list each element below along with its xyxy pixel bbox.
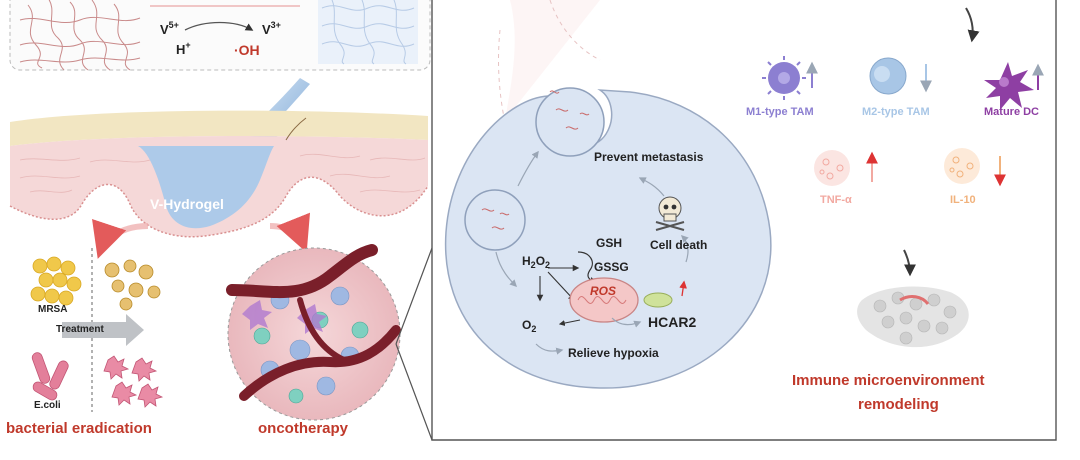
mrsa-cluster [30,256,82,306]
il10-label: IL-10 [950,194,976,206]
mrsa-label: MRSA [38,304,68,315]
h2o2-label: H2O2 [522,254,551,270]
ecoli-cluster [31,352,69,401]
o2-label: O2 [522,318,537,334]
ros-label: ROS [590,284,617,298]
tumor-tissue-icon [857,286,969,348]
treatment-label: Treatment [56,324,104,335]
relieve-hypoxia-label: Relieve hypoxia [568,346,659,360]
v5-label: V5+ [160,20,179,37]
m1-tam-label: M1-type TAM [746,106,814,118]
cell-death-label: Cell death [650,238,708,252]
tnf-alpha-label: TNF-α [820,194,852,206]
hydroxyl-radical-label: ·OH [234,42,260,58]
ecoli-label: E.coli [34,400,61,411]
treatment-arrow [62,314,144,346]
tumor-illustration [226,244,401,421]
ecoli-damaged [103,355,164,408]
hcar2-label: HCAR2 [648,314,697,330]
zoom-frame [431,0,1057,441]
skin-section [9,110,429,238]
tnf-alpha-icon [814,150,850,186]
m1-tam-icon [762,56,806,100]
hcar2-receptor [643,292,673,308]
reaction-panel [9,0,431,71]
mature-dc-label: Mature DC [984,106,1040,118]
v-hydrogel-label: V-Hydrogel [150,196,224,212]
mrsa-damaged [104,259,161,311]
hydrogel-network-left [19,0,141,71]
bacterial-eradication-title: bacterial eradication [6,420,152,437]
skull-icon [655,196,685,231]
il10-icon [944,148,980,184]
gssg-label: GSSG [594,260,629,274]
mature-dc-icon [984,62,1034,110]
oncotherapy-title: oncotherapy [258,420,349,437]
h-plus-label: H+ [176,40,191,57]
immune-remodeling-title-line2: remodeling [858,396,939,413]
hydrogel-network-right [318,0,418,65]
m2-tam-label: M2-type TAM [862,106,930,118]
immune-remodeling-title-line1: Immune microenvironment [792,372,985,389]
bacteria-panel [30,248,164,412]
tumor-cell [444,87,772,389]
prevent-metastasis-label: Prevent metastasis [594,150,704,164]
v3-label: V3+ [262,20,281,37]
mitochondrion [569,277,639,323]
gsh-label: GSH [596,236,623,250]
m2-tam-icon [869,57,907,95]
